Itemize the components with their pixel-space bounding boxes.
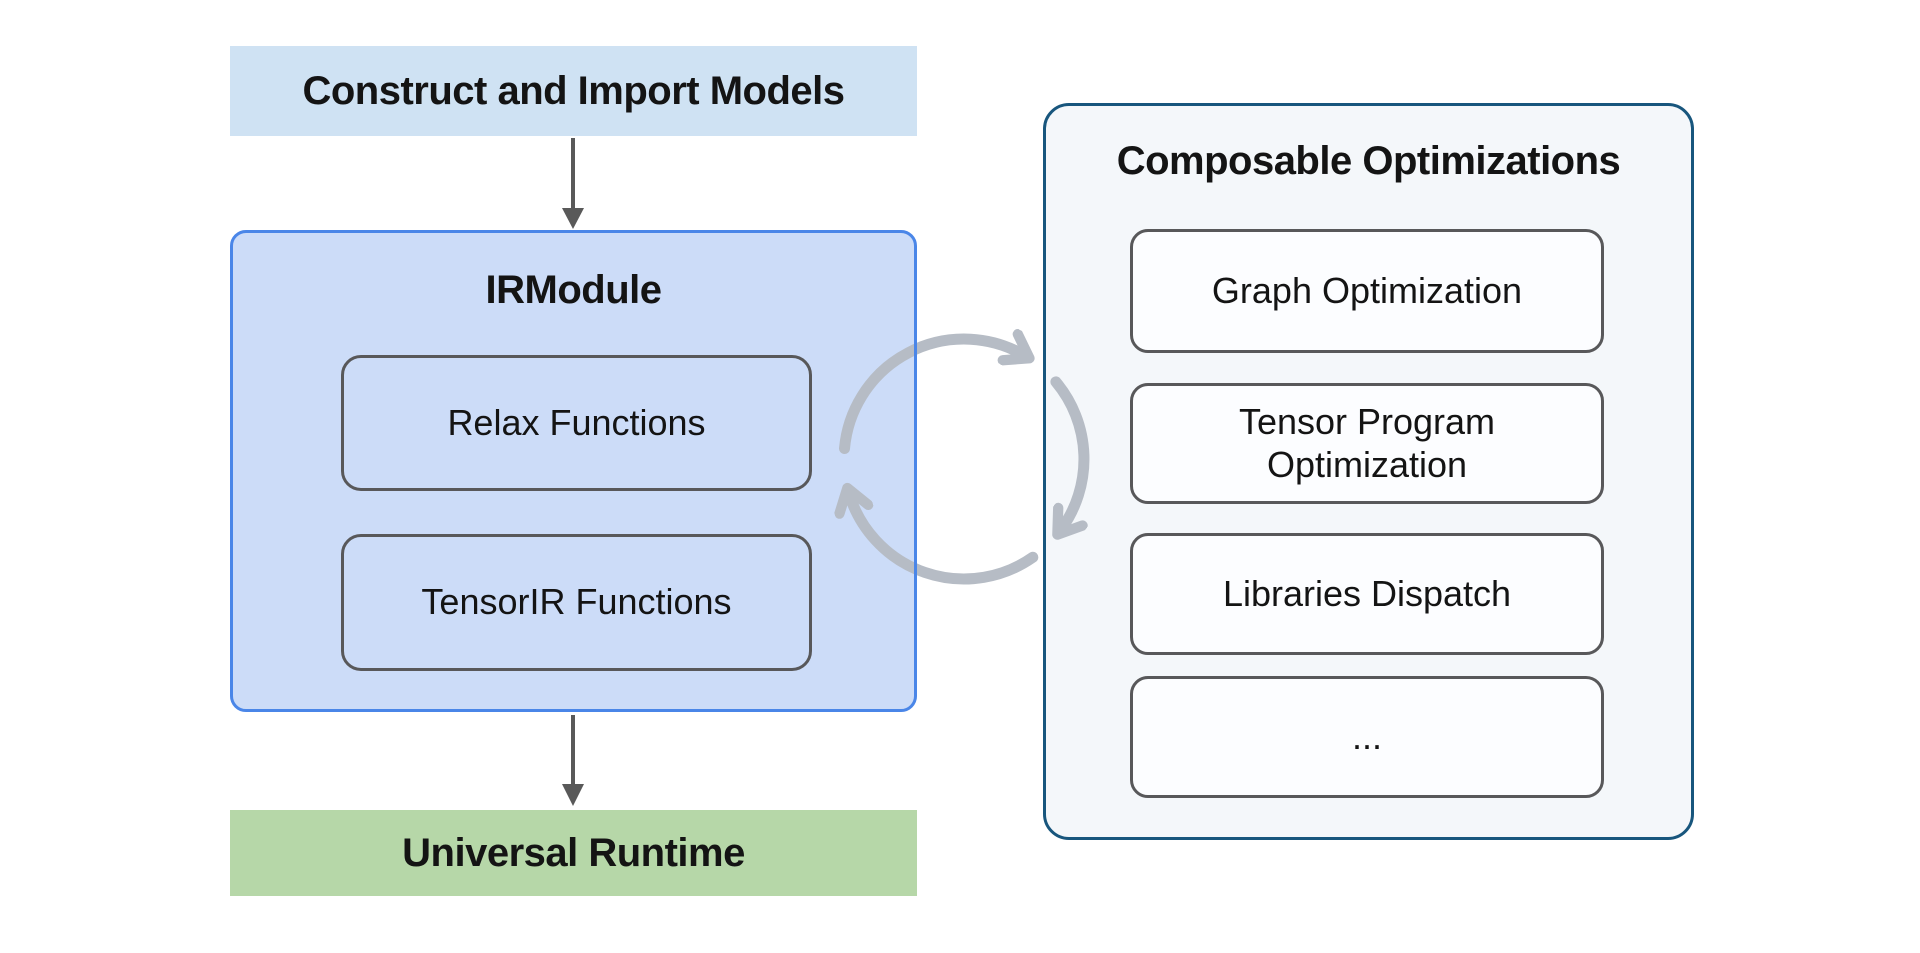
graph-optimization-label: Graph Optimization xyxy=(1211,269,1523,311)
irmodule-panel: IRModule Relax Functions TensorIR Functi… xyxy=(230,230,917,712)
construct-import-label: Construct and Import Models xyxy=(302,68,845,113)
relax-functions-label: Relax Functions xyxy=(447,401,706,443)
irmodule-title: IRModule xyxy=(485,268,662,312)
relax-functions-box: Relax Functions xyxy=(341,355,812,491)
universal-runtime-box: Universal Runtime xyxy=(230,810,917,896)
construct-import-box: Construct and Import Models xyxy=(230,46,917,136)
tensorir-functions-label: TensorIR Functions xyxy=(421,581,732,623)
tensor-program-optimization-box: Tensor Program Optimization xyxy=(1130,383,1604,504)
libraries-dispatch-box: Libraries Dispatch xyxy=(1130,533,1604,655)
composable-optimizations-panel: Composable Optimizations Graph Optimizat… xyxy=(1043,103,1694,840)
graph-optimization-box: Graph Optimization xyxy=(1130,229,1604,353)
ellipsis-box: ... xyxy=(1130,676,1604,798)
down-arrow-icon xyxy=(562,715,584,806)
ellipsis-label: ... xyxy=(1351,715,1382,757)
universal-runtime-label: Universal Runtime xyxy=(402,830,745,875)
down-arrow-icon xyxy=(562,138,584,229)
composable-optimizations-title: Composable Optimizations xyxy=(1116,139,1621,183)
libraries-dispatch-label: Libraries Dispatch xyxy=(1222,572,1512,614)
tensorir-functions-box: TensorIR Functions xyxy=(341,534,812,671)
cycle-arrows-icon xyxy=(845,339,1090,585)
tensor-program-optimization-label: Tensor Program Optimization xyxy=(1238,401,1496,485)
